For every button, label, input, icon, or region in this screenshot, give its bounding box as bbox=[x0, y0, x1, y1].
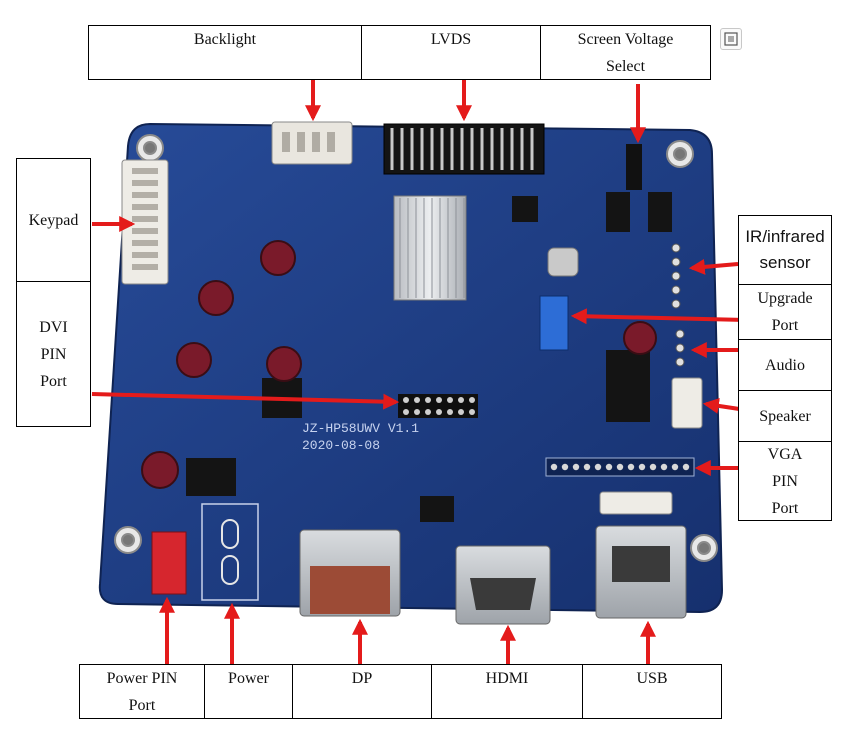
callout-arrows bbox=[91, 80, 747, 664]
label-ir-sensor: IR/infrared sensor bbox=[738, 215, 832, 285]
audio-pads bbox=[675, 329, 685, 367]
mounting-holes bbox=[114, 134, 718, 562]
voltage-jumper bbox=[626, 144, 642, 190]
silkscreen-model: JZ-HP58UWV V1.1 bbox=[302, 421, 419, 436]
ir-pads bbox=[671, 243, 681, 309]
power-jack bbox=[201, 503, 259, 601]
label-power-pin-port: Power PIN Port bbox=[79, 664, 205, 719]
label-dp: DP bbox=[292, 664, 432, 719]
label-keypad: Keypad bbox=[16, 158, 91, 282]
pcb-board bbox=[98, 122, 724, 614]
label-speaker: Speaker bbox=[738, 390, 832, 442]
label-dvi-pin-port: DVI PIN Port bbox=[16, 281, 91, 427]
label-power: Power bbox=[204, 664, 293, 719]
silkscreen-date: 2020-08-08 bbox=[302, 438, 380, 453]
label-lvds: LVDS bbox=[361, 25, 541, 80]
label-vga-pin-port: VGA PIN Port bbox=[738, 441, 832, 521]
heatsink bbox=[393, 195, 467, 301]
label-usb: USB bbox=[582, 664, 722, 719]
upgrade-port bbox=[539, 295, 569, 351]
label-backlight: Backlight bbox=[88, 25, 362, 80]
expand-icon[interactable] bbox=[720, 28, 742, 50]
capacitors bbox=[141, 240, 657, 489]
power-pin-connector bbox=[151, 531, 187, 595]
speaker-connector bbox=[671, 377, 703, 429]
label-hdmi: HDMI bbox=[431, 664, 583, 719]
label-screen-voltage: Screen Voltage Select bbox=[540, 25, 711, 80]
label-upgrade-port: Upgrade Port bbox=[738, 284, 832, 340]
label-audio: Audio bbox=[738, 339, 832, 391]
lvds-header bbox=[383, 123, 545, 175]
